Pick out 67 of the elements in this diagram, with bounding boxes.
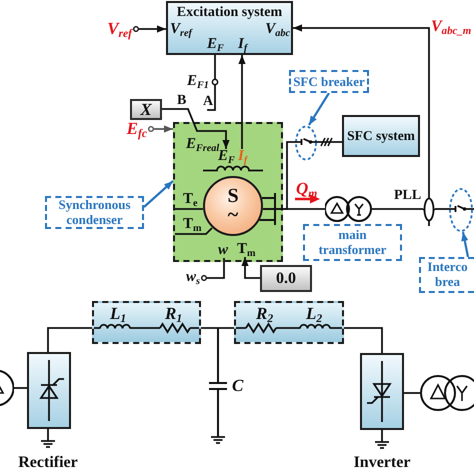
connector-line: [435, 208, 449, 210]
arrow: [238, 55, 246, 149]
connector-line: [201, 327, 234, 329]
callout-label: Synchronous condenser: [45, 196, 144, 229]
breaker-highlight: [449, 188, 474, 232]
rectifier-block: [27, 352, 71, 429]
transformer-symbol: [325, 196, 372, 222]
port-label: V$_{abc}$: [265, 22, 290, 37]
edge-label: E$_{F1}$: [187, 74, 209, 89]
connector-line: [404, 392, 420, 394]
callout-label: SFC breaker: [289, 70, 369, 93]
arrow: [293, 24, 430, 193]
leader-arrow: [143, 180, 174, 208]
block-caption: Inverter: [354, 455, 410, 471]
contact-label: B: [177, 94, 186, 108]
breaker-highlight: [295, 125, 317, 161]
component-label: C: [232, 377, 244, 394]
signal-label: V$_{ref}$: [107, 20, 132, 37]
connector-line: [47, 327, 92, 352]
connector-line: [372, 208, 423, 210]
signal-label: w: [218, 243, 228, 258]
constant-block: 0.0: [260, 265, 312, 292]
port-label: E$_{F}$: [207, 37, 224, 52]
connector-line: [207, 55, 216, 111]
component-label: L$_{1}$: [110, 305, 126, 322]
arrow: [162, 108, 230, 149]
connector-line: [207, 258, 225, 279]
constant-block: X: [130, 99, 162, 120]
arrow: [139, 25, 166, 33]
signal-label: E$_{Freal}$: [186, 137, 220, 152]
signal-label: E$_{F}$: [218, 149, 235, 164]
connector-line: [276, 208, 325, 210]
signal-label: T$_{m}$: [183, 217, 202, 232]
transformer-symbol: [420, 375, 474, 411]
signal-label: E$_{fc}$: [126, 120, 147, 137]
signal-label: T$_{e}$: [183, 192, 198, 207]
block-title: Excitation system: [176, 6, 282, 20]
signal-label: T$_{m}$: [237, 242, 256, 257]
callout-label: Interco brea: [419, 257, 474, 293]
component-label: R$_{2}$: [256, 305, 274, 322]
leader-arrow: [461, 232, 470, 258]
connector-line: [317, 141, 342, 143]
edge-label: V$_{abc_m}$: [431, 19, 472, 35]
signal-label: w$_{s}$: [186, 270, 200, 285]
block-caption: PLL: [394, 189, 422, 203]
port-label: I$_{f}$: [238, 37, 248, 52]
system-block: SFC system: [342, 115, 420, 157]
leader-arrow: [308, 92, 330, 126]
transformer-symbol: [0, 370, 14, 406]
signal-label: I$_{f}$: [238, 149, 248, 164]
inverter-block: [360, 353, 404, 430]
block-caption: Rectifier: [18, 455, 78, 471]
arrow: [241, 257, 260, 279]
pll-symbol: [423, 193, 435, 226]
excitation-system-block: [166, 1, 293, 55]
component-label: L$_{2}$: [306, 305, 322, 322]
component-label: R$_{1}$: [165, 305, 182, 322]
callout-label: main transformer: [303, 224, 402, 261]
connector-line: [14, 387, 27, 389]
contact-label: A: [203, 95, 214, 109]
impedance-block: [234, 301, 344, 344]
arrow: [154, 125, 173, 133]
impedance-block: [92, 301, 201, 344]
machine-panel: [173, 122, 283, 262]
connector-line: [344, 327, 383, 353]
machine-symbol: S ~: [226, 187, 240, 225]
port-label: V$_{ref}$: [170, 22, 192, 37]
